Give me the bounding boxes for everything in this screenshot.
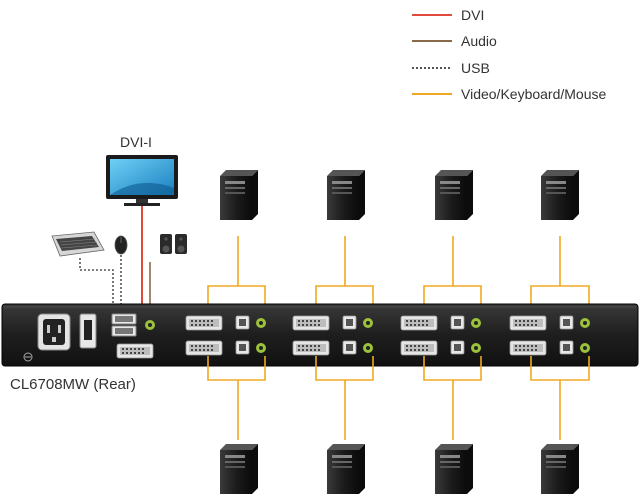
bottom-vkm-cables [207, 356, 590, 440]
computer-icon [327, 444, 365, 494]
top-computers [220, 170, 579, 220]
legend-audio-label: Audio [461, 33, 497, 49]
device-label: CL6708MW (Rear) [10, 376, 136, 393]
legend-vkm-label: Video/Keyboard/Mouse [461, 86, 606, 102]
computer-icon [541, 170, 579, 220]
computer-icon [220, 170, 258, 220]
legend: DVI Audio USB Video/Keyboard/Mouse [412, 7, 606, 102]
computer-icon [220, 444, 258, 494]
power-inlet-icon [37, 313, 71, 351]
keyboard-icon [51, 231, 105, 257]
legend-usb-label: USB [461, 60, 490, 76]
speakers-icon [160, 234, 187, 254]
computer-icon [435, 170, 473, 220]
ground-icon [23, 352, 33, 362]
power-switch-icon [79, 313, 97, 349]
computer-icon [541, 444, 579, 494]
monitor-label: DVI-I [120, 134, 152, 150]
console-ports [111, 313, 155, 359]
device-panel [1, 303, 639, 367]
legend-dvi-label: DVI [461, 7, 484, 23]
monitor-icon [106, 155, 178, 206]
computer-icon [327, 170, 365, 220]
bottom-computers [220, 444, 579, 494]
computer-icon [435, 444, 473, 494]
top-vkm-cables [207, 236, 590, 316]
mouse-icon [114, 235, 128, 255]
